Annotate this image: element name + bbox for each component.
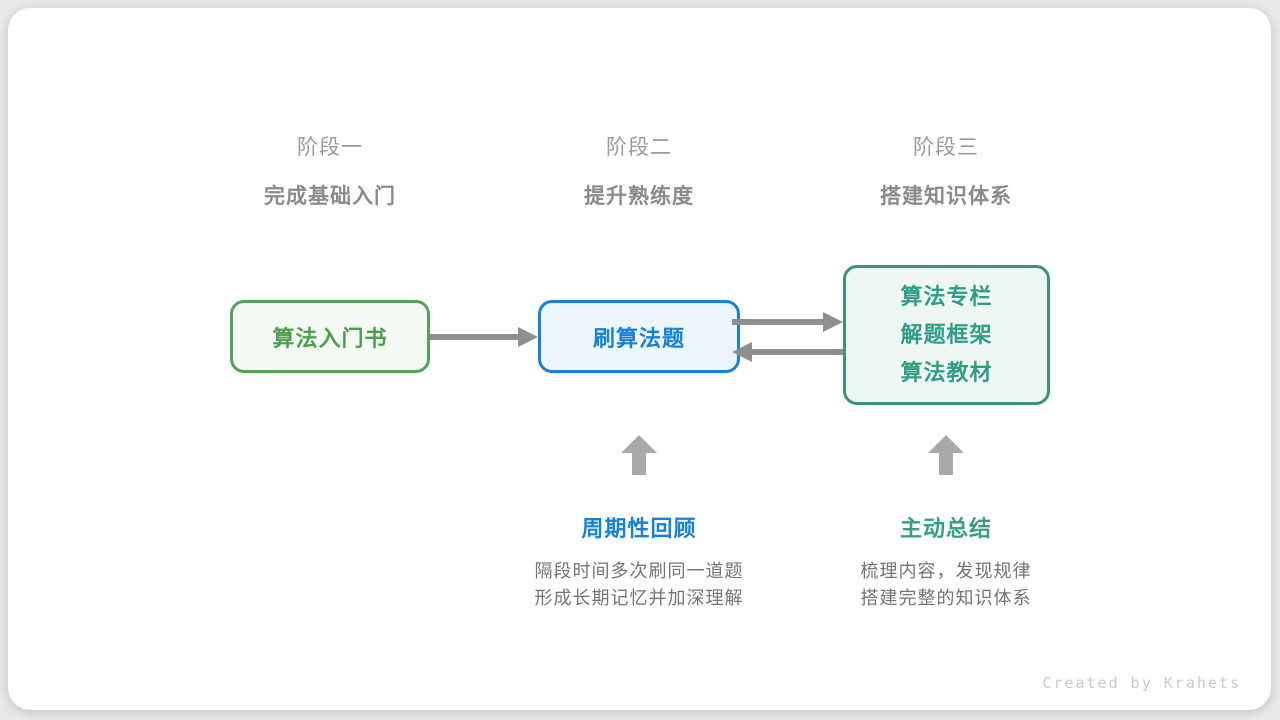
stage2-title: 阶段二 xyxy=(606,136,672,159)
annotation-review-line2: 形成长期记忆并加深理解 xyxy=(534,588,744,608)
node-intro-book-label: 算法入门书 xyxy=(272,325,388,351)
node-resources-line2: 解题框架 xyxy=(900,322,993,347)
diagram-card: 阶段一 完成基础入门 阶段二 提升熟练度 阶段三 搭建知识体系 算法入门书 刷算… xyxy=(8,8,1271,710)
node-intro-book: 算法入门书 xyxy=(230,300,430,373)
node-knowledge-resources: 算法专栏 解题框架 算法教材 xyxy=(843,265,1050,405)
footer-credit: Created by Krahets xyxy=(1042,674,1241,692)
arrow-practice-to-resources-icon xyxy=(732,312,843,332)
stage2-subtitle: 提升熟练度 xyxy=(584,185,694,208)
arrow-up-summarize-icon xyxy=(928,435,964,475)
stage1-header: 阶段一 完成基础入门 xyxy=(180,131,480,210)
stage1-title: 阶段一 xyxy=(297,136,363,159)
annotation-summarize-line2: 搭建完整的知识体系 xyxy=(860,588,1032,608)
arrow-intro-to-practice-icon xyxy=(430,327,538,347)
annotation-summarize-description: 梳理内容，发现规律 搭建完整的知识体系 xyxy=(766,558,1126,612)
node-resources-line3: 算法教材 xyxy=(900,360,993,385)
arrow-resources-to-practice-icon xyxy=(732,342,843,362)
annotation-review-line1: 隔段时间多次刷同一道题 xyxy=(534,561,744,581)
annotation-summarize-heading: 主动总结 xyxy=(899,516,992,541)
node-practice-problems-label: 刷算法题 xyxy=(592,325,685,351)
stage3-subtitle: 搭建知识体系 xyxy=(880,185,1012,208)
node-practice-problems: 刷算法题 xyxy=(538,300,740,373)
arrow-up-review-icon xyxy=(621,435,657,475)
stage3-header: 阶段三 搭建知识体系 xyxy=(796,131,1096,210)
stage2-header: 阶段二 提升熟练度 xyxy=(489,131,789,210)
stage1-subtitle: 完成基础入门 xyxy=(264,185,396,208)
stage3-title: 阶段三 xyxy=(913,136,979,159)
annotation-summarize-line1: 梳理内容，发现规律 xyxy=(860,561,1032,581)
annotation-review-description: 隔段时间多次刷同一道题 形成长期记忆并加深理解 xyxy=(459,558,819,612)
node-resources-line1: 算法专栏 xyxy=(900,284,993,309)
annotation-review-heading: 周期性回顾 xyxy=(581,516,697,541)
